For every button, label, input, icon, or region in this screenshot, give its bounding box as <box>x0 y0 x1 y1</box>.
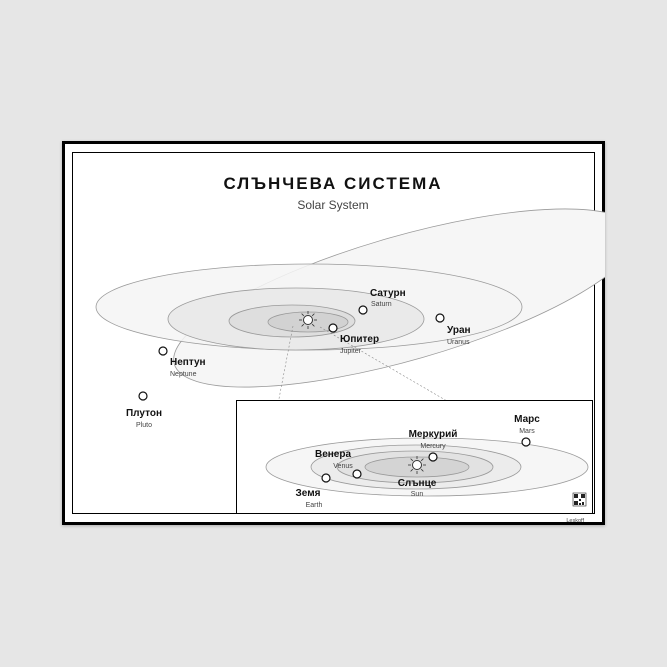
sun-outer-icon <box>299 311 317 329</box>
earth-label-en: Earth <box>306 502 323 509</box>
earth-marker <box>321 473 331 483</box>
planet-venus: Венера Venus <box>315 449 362 479</box>
mars-marker <box>521 437 531 447</box>
uranus-label: Уран <box>447 325 471 336</box>
planet-mercury: Меркурий Mercury <box>409 429 458 462</box>
jupiter-marker <box>328 323 338 333</box>
poster-frame <box>62 141 605 525</box>
earth-label: Земя <box>296 488 321 499</box>
mars-label: Марс <box>514 414 540 425</box>
pluto-label: Плутон <box>126 408 162 419</box>
mars-label-en: Mars <box>519 428 535 435</box>
neptune-label-en: Neptune <box>170 371 197 378</box>
jupiter-label-en: Jupiter <box>340 348 362 355</box>
planet-saturn: Сатурн Saturn <box>358 288 406 315</box>
venus-marker <box>352 469 362 479</box>
planet-neptune: Нептун Neptune <box>158 346 206 378</box>
zoom-line-left <box>266 325 294 462</box>
jupiter-label: Юпитер <box>340 334 379 345</box>
mercury-marker <box>428 452 438 462</box>
planet-earth: Земя Earth <box>296 473 331 509</box>
saturn-label-en: Saturn <box>371 301 392 308</box>
sun-label: Слънце <box>398 478 437 489</box>
sun-label-en: Sun <box>411 491 424 498</box>
saturn-marker <box>358 305 368 315</box>
planet-mars: Марс Mars <box>514 414 540 447</box>
planet-pluto: Плутон Pluto <box>126 391 162 429</box>
page-title: СЛЪНЧЕВА СИСТЕМА <box>223 174 442 193</box>
page-subtitle: Solar System <box>297 198 368 212</box>
planet-jupiter: Юпитер Jupiter <box>328 323 379 355</box>
brand-label: Leskoff <box>566 518 584 524</box>
sun-inner-icon <box>408 456 426 474</box>
neptune-label: Нептун <box>170 357 206 368</box>
pluto-marker <box>138 391 148 401</box>
mercury-label-en: Mercury <box>420 443 446 450</box>
qr-code-icon <box>572 492 587 507</box>
neptune-marker <box>158 346 168 356</box>
planet-uranus: Уран Uranus <box>435 313 471 346</box>
poster-sheet: СЛЪНЧЕВА СИСТЕМА Solar System Са <box>62 141 605 525</box>
venus-label-en: Venus <box>333 463 353 470</box>
uranus-label-en: Uranus <box>447 339 470 346</box>
solar-system-diagram: СЛЪНЧЕВА СИСТЕМА Solar System Са <box>62 141 605 525</box>
pluto-label-en: Pluto <box>136 422 152 429</box>
mercury-label: Меркурий <box>409 429 458 440</box>
saturn-label: Сатурн <box>370 288 406 299</box>
venus-label: Венера <box>315 449 351 460</box>
uranus-marker <box>435 313 445 323</box>
